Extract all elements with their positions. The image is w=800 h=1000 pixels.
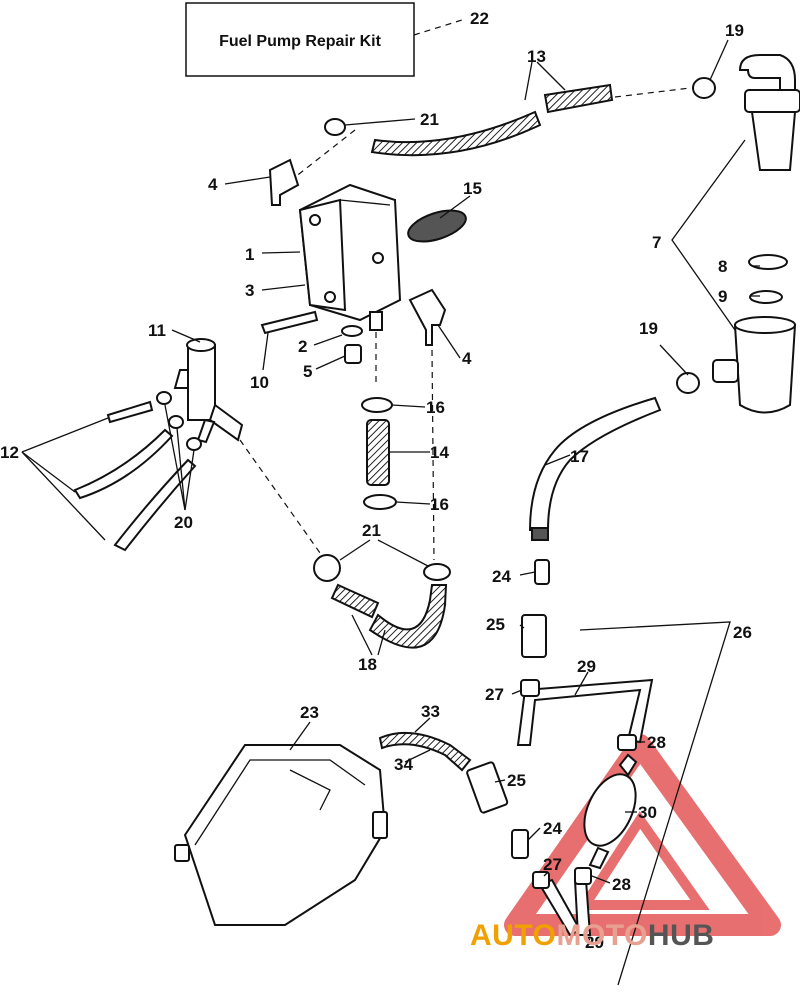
elbow-fitting-4-top bbox=[268, 158, 300, 206]
connector-25-lower bbox=[466, 761, 509, 814]
callout-10: 10 bbox=[250, 373, 269, 392]
callout-4: 4 bbox=[462, 349, 472, 368]
callout-21: 21 bbox=[420, 110, 439, 129]
inline-filter-14 bbox=[366, 419, 390, 486]
watermark-moto: MOTO bbox=[556, 919, 647, 952]
callout-19: 19 bbox=[639, 319, 658, 338]
callout-23: 23 bbox=[300, 703, 319, 722]
fitting-24-upper bbox=[534, 559, 550, 585]
callout-33: 33 bbox=[421, 702, 440, 721]
callout-24: 24 bbox=[543, 819, 562, 838]
callout-9: 9 bbox=[718, 287, 727, 306]
callout-27: 27 bbox=[543, 855, 562, 874]
callout-2: 2 bbox=[298, 337, 307, 356]
callout-12: 12 bbox=[0, 443, 19, 462]
callout-15: 15 bbox=[463, 179, 482, 198]
fitting-24-lower bbox=[511, 829, 529, 859]
callout-17: 17 bbox=[570, 447, 589, 466]
watermark-hub: HUB bbox=[648, 919, 715, 952]
kit-label: Fuel Pump Repair Kit bbox=[219, 33, 381, 50]
callout-18: 18 bbox=[358, 655, 377, 674]
callout-1: 1 bbox=[245, 245, 254, 264]
hose-12-a bbox=[106, 400, 154, 424]
leader-lines bbox=[21, 39, 760, 941]
primer-bulb-30 bbox=[583, 753, 638, 870]
washer-2 bbox=[341, 325, 363, 337]
callout-13: 13 bbox=[527, 47, 546, 66]
hose-12-c bbox=[113, 458, 197, 552]
hose-12-b bbox=[73, 428, 174, 500]
clamp-16-bottom bbox=[363, 494, 397, 510]
watermark-text: AUTOMOTOHUB bbox=[470, 919, 714, 952]
kit-number: 22 bbox=[470, 9, 489, 28]
callout-28: 28 bbox=[647, 733, 666, 752]
callout-16: 16 bbox=[426, 398, 445, 417]
callout-numbers: 13 19 21 4 15 1 3 7 8 9 11 2 5 10 4 19 1… bbox=[0, 21, 752, 952]
callout-30: 30 bbox=[638, 803, 657, 822]
callout-3: 3 bbox=[245, 281, 254, 300]
callout-20: 20 bbox=[174, 513, 193, 532]
hose-13 bbox=[370, 83, 614, 157]
callout-29: 29 bbox=[577, 657, 596, 676]
svg-text:AUTOMOTOHUB: AUTOMOTOHUB bbox=[470, 919, 714, 952]
clamp-21-right bbox=[423, 563, 451, 581]
callout-8: 8 bbox=[718, 257, 727, 276]
hose-29-upper bbox=[516, 678, 654, 746]
callout-29: 29 bbox=[585, 933, 604, 952]
callout-4: 4 bbox=[208, 175, 218, 194]
callout-28: 28 bbox=[612, 875, 631, 894]
clamp-16-top bbox=[361, 397, 393, 413]
elbow-fitting-4-right bbox=[408, 288, 447, 346]
hose-18-straight bbox=[330, 583, 380, 619]
callout-11: 11 bbox=[148, 321, 166, 340]
callout-5: 5 bbox=[303, 362, 312, 381]
hose-18-bend bbox=[368, 584, 448, 649]
callout-7: 7 bbox=[652, 233, 661, 252]
repair-kit-box: Fuel Pump Repair Kit 22 bbox=[185, 2, 489, 77]
hose-33-34 bbox=[378, 731, 472, 772]
fuel-pump bbox=[298, 183, 402, 322]
callout-24: 24 bbox=[492, 567, 511, 586]
fuel-filter-top bbox=[738, 54, 800, 171]
clamp-19-lower bbox=[676, 372, 700, 394]
clamp-21-left bbox=[313, 554, 341, 582]
hose-17 bbox=[528, 396, 662, 531]
callout-16: 16 bbox=[430, 495, 449, 514]
callout-19: 19 bbox=[725, 21, 744, 40]
clamp-19-top bbox=[692, 77, 716, 99]
watermark-auto: AUTO bbox=[470, 919, 556, 952]
callout-21: 21 bbox=[362, 521, 381, 540]
fuel-filter-bowl bbox=[712, 254, 797, 414]
callout-34: 34 bbox=[394, 755, 413, 774]
callout-27: 27 bbox=[485, 685, 504, 704]
connector-25-upper bbox=[521, 614, 547, 658]
callout-25: 25 bbox=[507, 771, 526, 790]
callout-14: 14 bbox=[430, 443, 449, 462]
screw-10 bbox=[260, 310, 319, 335]
fuel-tank-23 bbox=[174, 744, 388, 926]
clamp-21-top bbox=[324, 118, 346, 136]
plug-5 bbox=[344, 344, 362, 364]
gasket-15 bbox=[407, 209, 467, 243]
callout-26: 26 bbox=[733, 623, 752, 642]
callout-25: 25 bbox=[486, 615, 505, 634]
fitting-11 bbox=[173, 338, 244, 444]
